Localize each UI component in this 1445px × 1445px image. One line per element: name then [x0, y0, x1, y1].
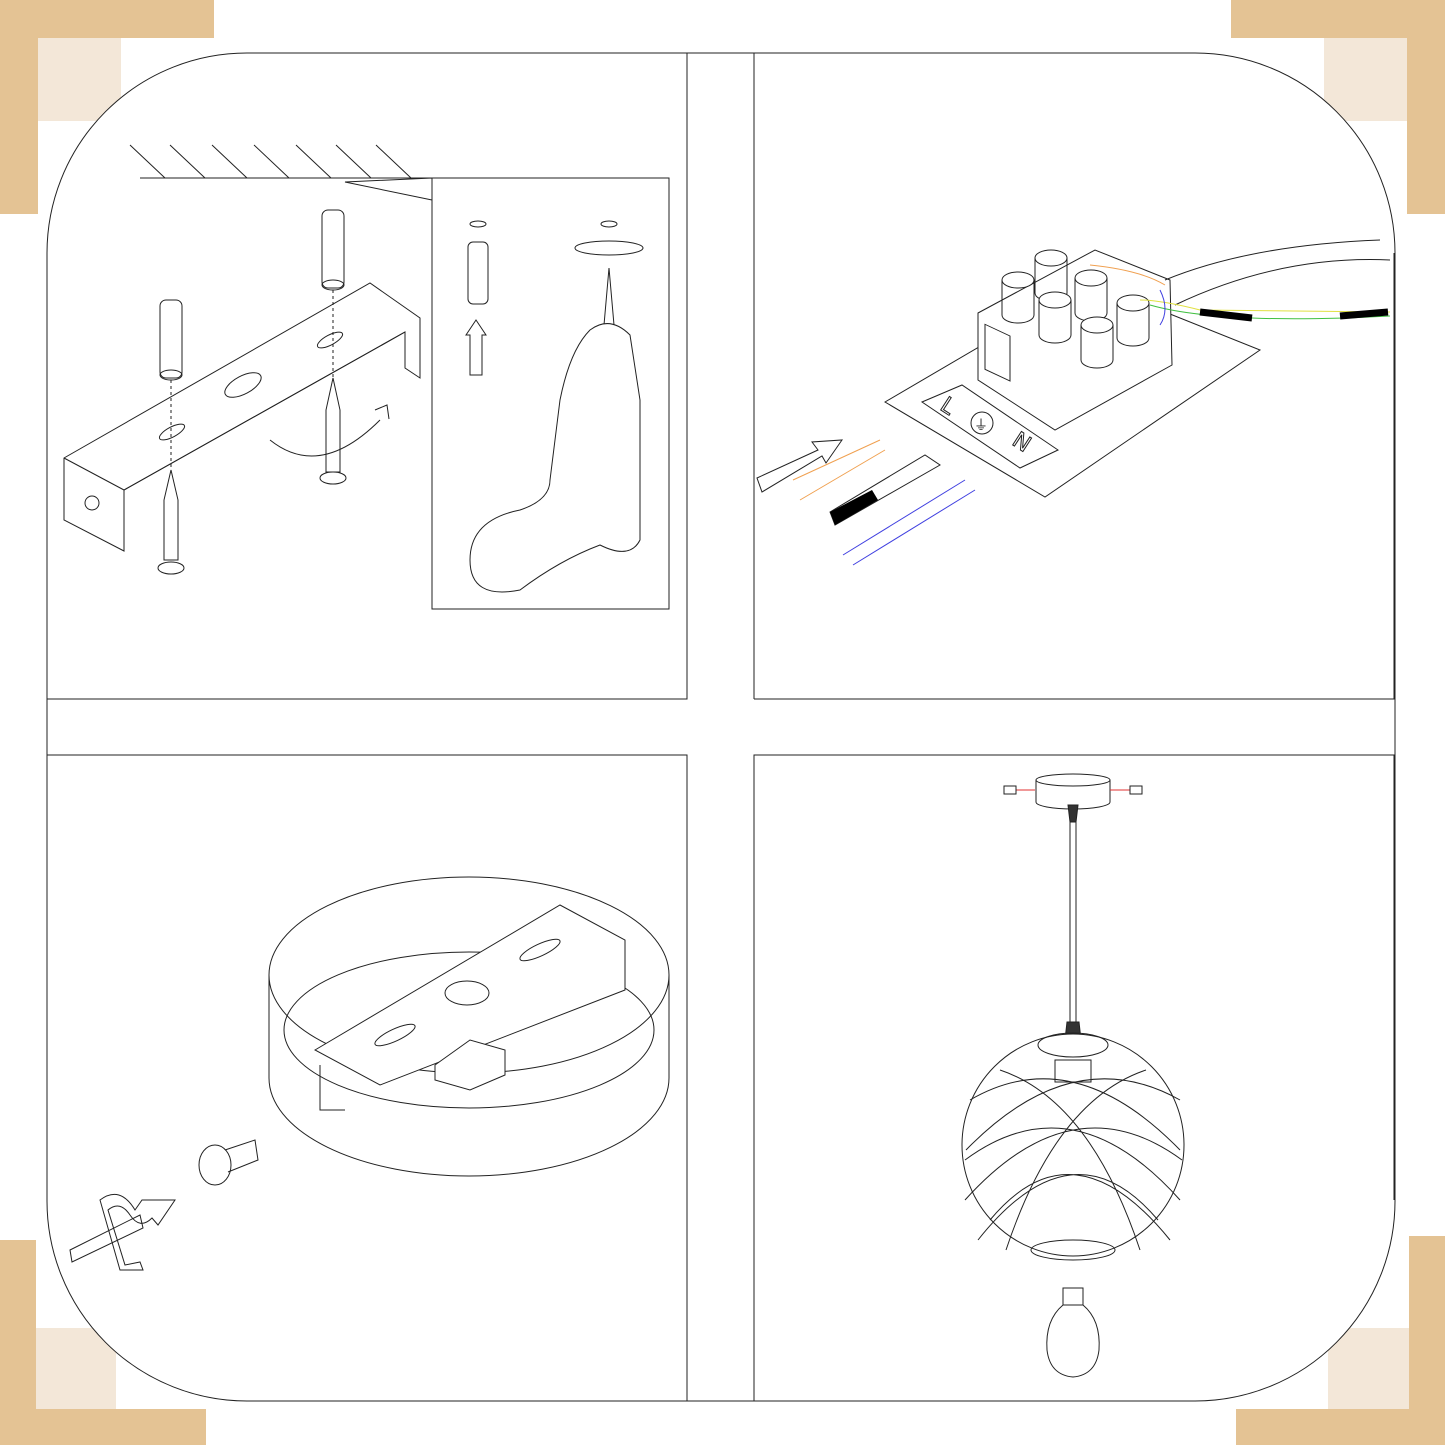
step3-fix-canopy [69, 876, 670, 1271]
panel-frames [46, 52, 1395, 1402]
arrow-icon [756, 439, 844, 493]
rounded-frame [46, 52, 1396, 1402]
earth-symbol [970, 411, 994, 435]
step2-connect-wires: L ⏚ N [756, 239, 1391, 566]
rotate-arrow-icon [69, 1193, 176, 1271]
step4-hang-lamp [961, 773, 1185, 1378]
label-earth: ⏚ [974, 417, 988, 433]
step1-mount-bracket [63, 144, 670, 610]
